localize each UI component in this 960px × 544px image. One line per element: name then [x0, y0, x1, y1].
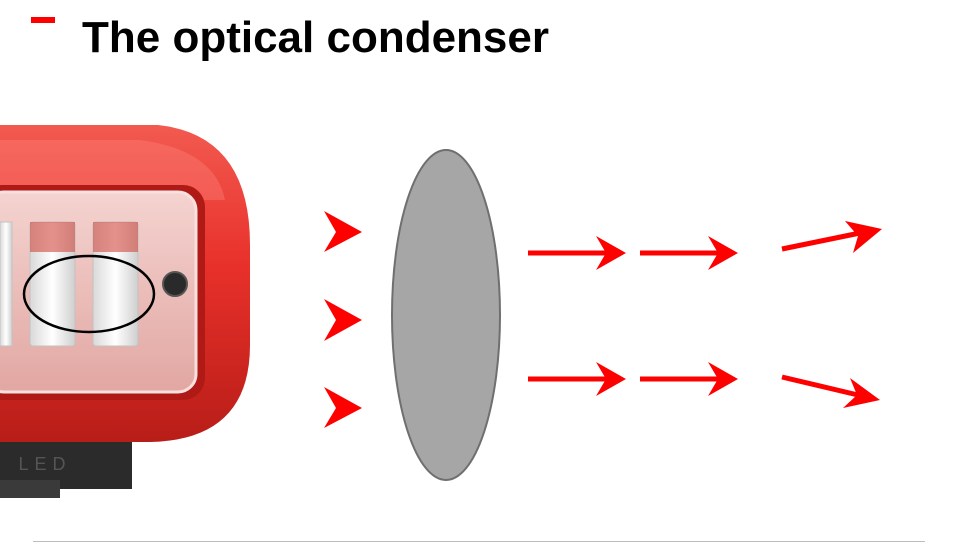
- outgoing-ray-bottom: [528, 362, 880, 408]
- ray-bottom-segment-3: [781, 374, 859, 398]
- ray-top-head-2: [708, 236, 738, 270]
- led-highlight-circle: [22, 254, 156, 334]
- led-reflector-3: [93, 222, 138, 252]
- ray-top-head-1: [596, 236, 626, 270]
- incoming-arrow-2: [324, 299, 362, 341]
- led-strip-1: [0, 221, 13, 347]
- ray-top-segment-3: [781, 230, 861, 252]
- ray-bottom-head-1: [596, 362, 626, 396]
- lamp-screw: [162, 271, 188, 297]
- incoming-arrow-1: [324, 211, 362, 252]
- ray-top-head-3: [845, 221, 882, 253]
- title-accent-bar: [31, 17, 55, 23]
- lamp-led-label: LED: [18, 454, 71, 474]
- ray-bottom-head-3: [843, 378, 880, 408]
- led-lamp: LED: [0, 125, 250, 498]
- condenser-lens: [391, 149, 501, 481]
- lamp-bracket-base: [0, 480, 60, 498]
- slide-title: The optical condenser: [82, 13, 549, 62]
- footer-divider: [33, 541, 925, 542]
- ray-bottom-head-2: [708, 362, 738, 396]
- led-reflector-2: [30, 222, 75, 252]
- outgoing-ray-top: [528, 221, 882, 270]
- incoming-arrow-3: [324, 387, 362, 428]
